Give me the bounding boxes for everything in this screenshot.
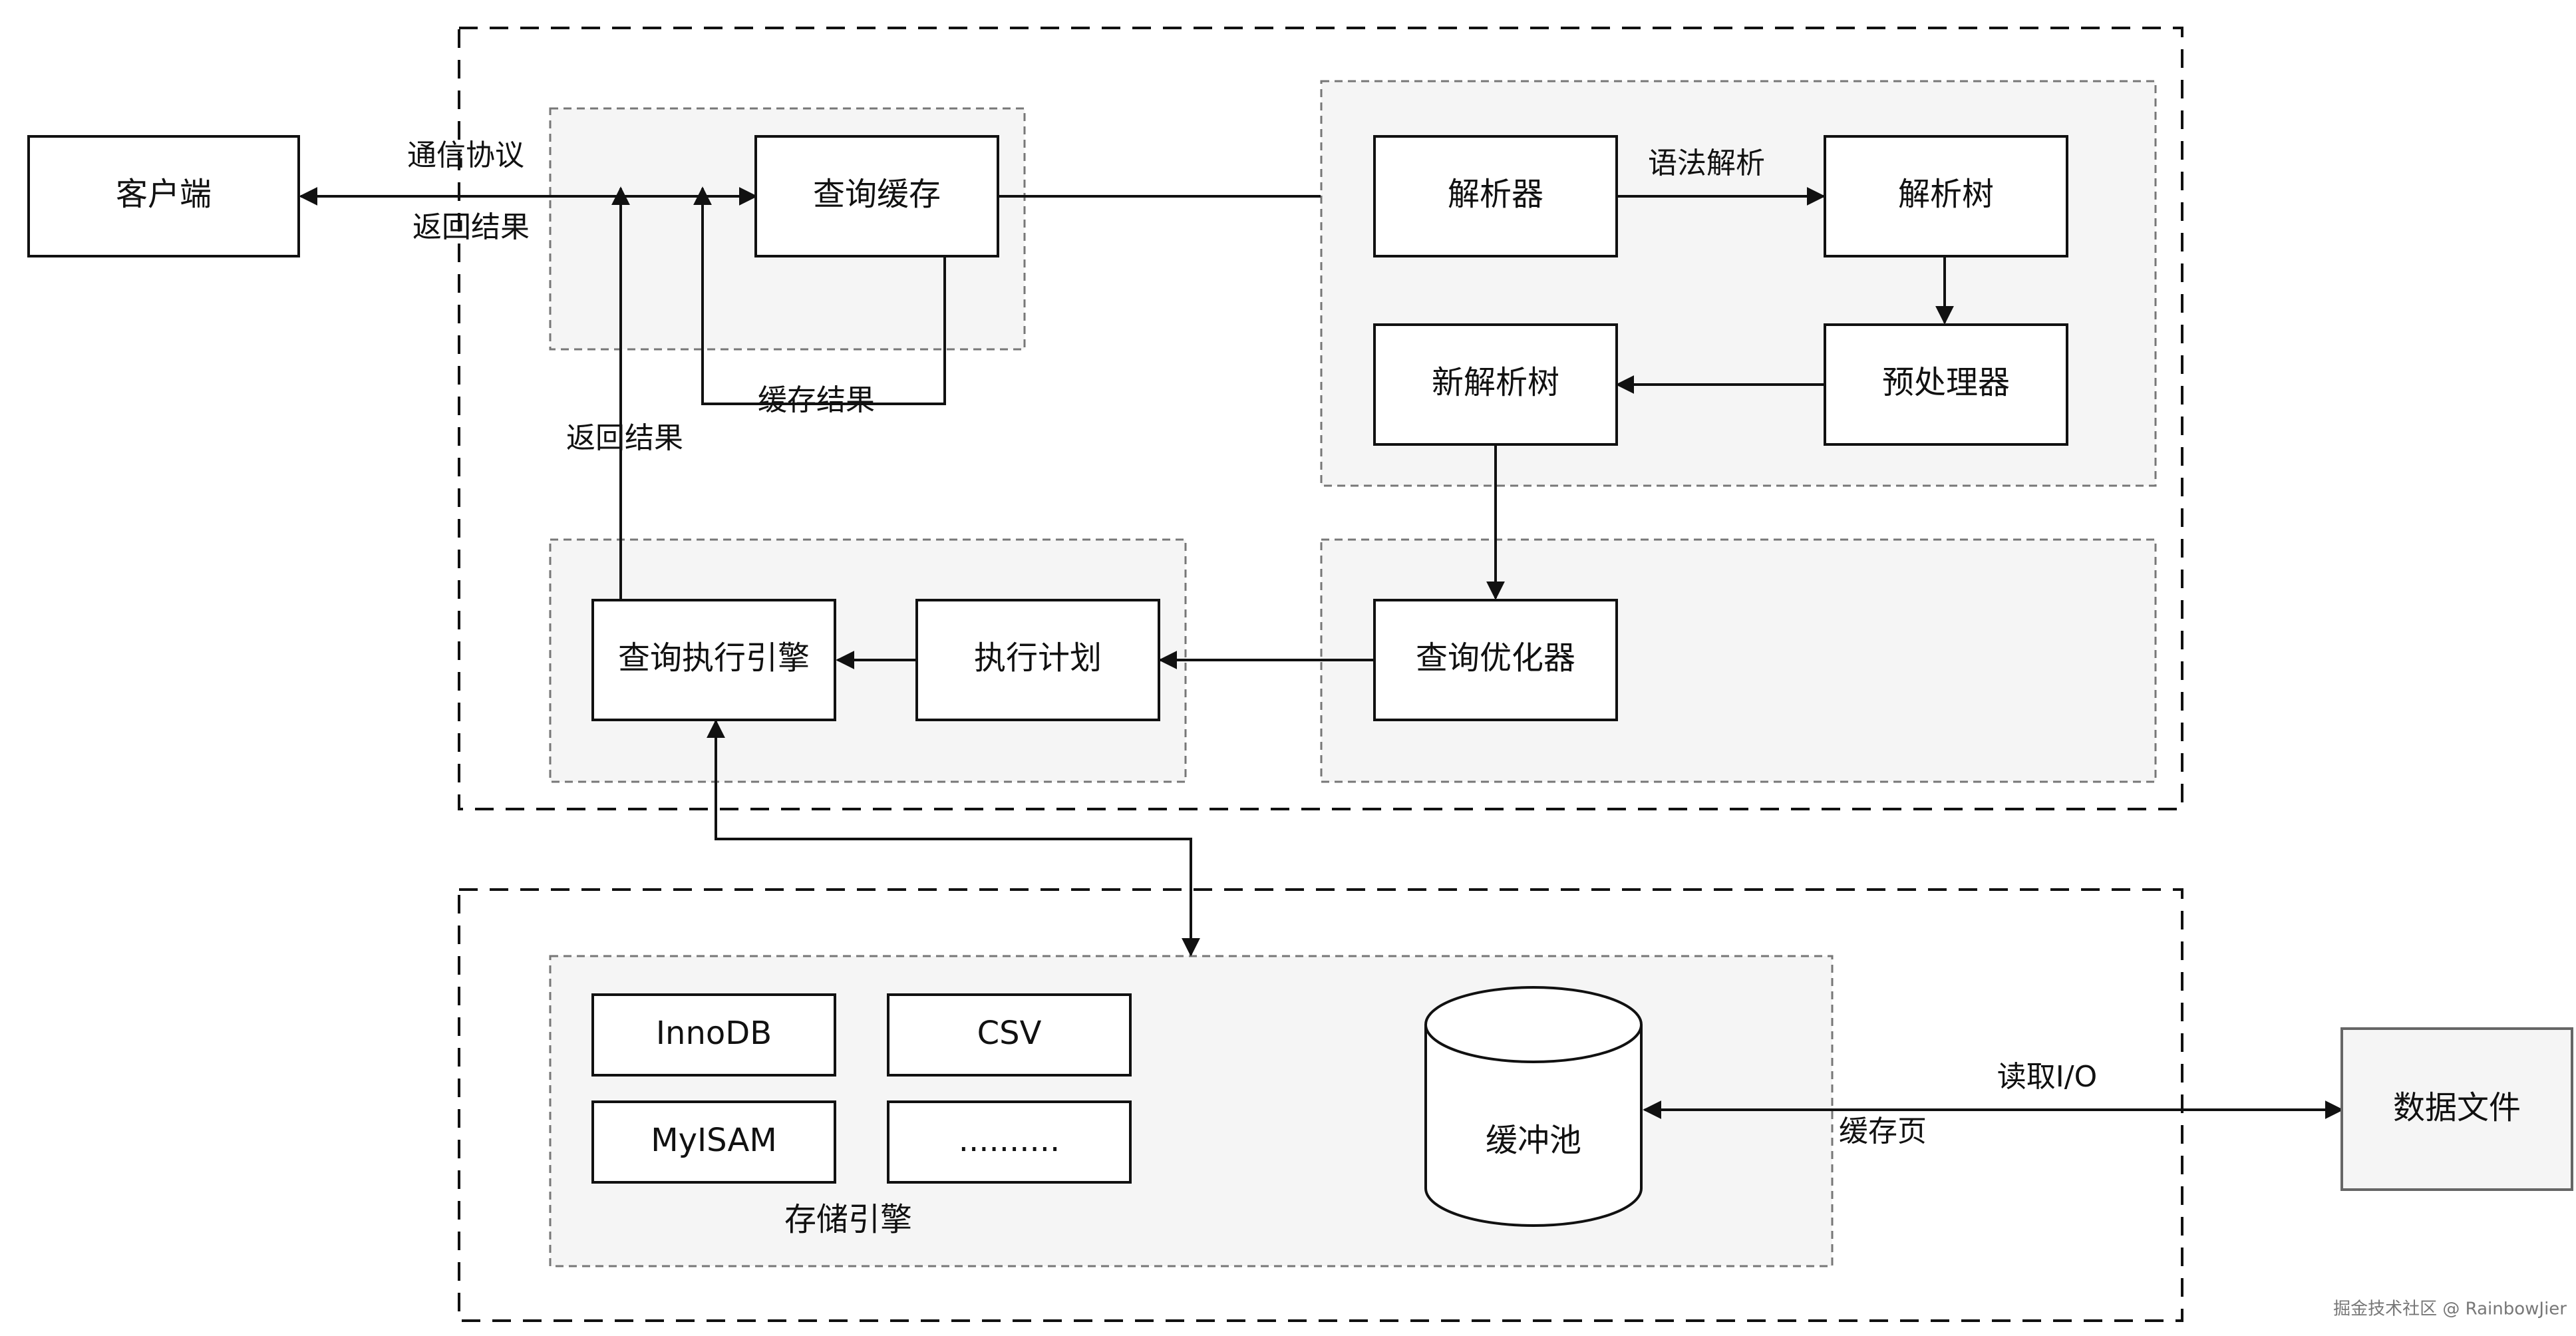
query-execution-engine-node[interactable]: 查询执行引擎	[591, 599, 836, 721]
csv-node[interactable]: CSV	[887, 993, 1132, 1077]
buffer-pool-node[interactable]: 缓冲池	[1424, 986, 1643, 1227]
data-file-label: 数据文件	[2393, 1089, 2521, 1126]
query-cache-label: 查询缓存	[813, 176, 941, 213]
more-engines-node[interactable]: ..........	[887, 1100, 1132, 1184]
parse-tree-node[interactable]: 解析树	[1824, 135, 2068, 257]
storage-engine-group-label: 存储引擎	[784, 1201, 912, 1238]
protocol-label: 通信协议	[407, 138, 524, 172]
execution-plan-node[interactable]: 执行计划	[915, 599, 1160, 721]
return-result-left-label: 返回结果	[566, 421, 683, 455]
myisam-label: MyISAM	[651, 1122, 777, 1159]
syntax-parse-label: 语法解析	[1648, 146, 1765, 180]
cache-result-label: 缓存结果	[758, 383, 875, 417]
query-execution-engine-label: 查询执行引擎	[618, 639, 810, 677]
new-parse-tree-label: 新解析树	[1432, 364, 1559, 401]
execution-plan-label: 执行计划	[974, 639, 1102, 677]
read-io-label: 读取I/O	[1997, 1060, 2097, 1094]
parser-label: 解析器	[1448, 176, 1543, 213]
csv-label: CSV	[977, 1015, 1042, 1052]
cache-result-edge	[693, 186, 946, 405]
query-cache-node[interactable]: 查询缓存	[754, 135, 999, 257]
buffer-pool-label: 缓冲池	[1486, 1122, 1581, 1159]
query-optimizer-node[interactable]: 查询优化器	[1373, 599, 1618, 721]
more-engines-label: ..........	[959, 1122, 1060, 1159]
myisam-node[interactable]: MyISAM	[591, 1100, 836, 1184]
innodb-node[interactable]: InnoDB	[591, 993, 836, 1077]
engine-storage-edge	[707, 719, 1200, 957]
innodb-label: InnoDB	[656, 1015, 772, 1052]
parse-tree-label: 解析树	[1898, 176, 1994, 213]
new-parse-tree-node[interactable]: 新解析树	[1373, 323, 1618, 446]
return-result-top-label: 返回结果	[412, 210, 530, 244]
data-file-node[interactable]: 数据文件	[2340, 1027, 2573, 1191]
preprocessor-node[interactable]: 预处理器	[1824, 323, 2068, 446]
watermark: 掘金技术社区 @ RainbowJier	[2333, 1299, 2567, 1319]
cache-page-label: 缓存页	[1839, 1114, 1927, 1148]
parser-node[interactable]: 解析器	[1373, 135, 1618, 257]
client-node[interactable]: 客户端	[27, 135, 300, 257]
preprocessor-label: 预处理器	[1882, 364, 2010, 401]
server-layer-boundary	[458, 27, 2183, 810]
query-optimizer-label: 查询优化器	[1416, 639, 1575, 677]
client-label: 客户端	[116, 176, 212, 213]
